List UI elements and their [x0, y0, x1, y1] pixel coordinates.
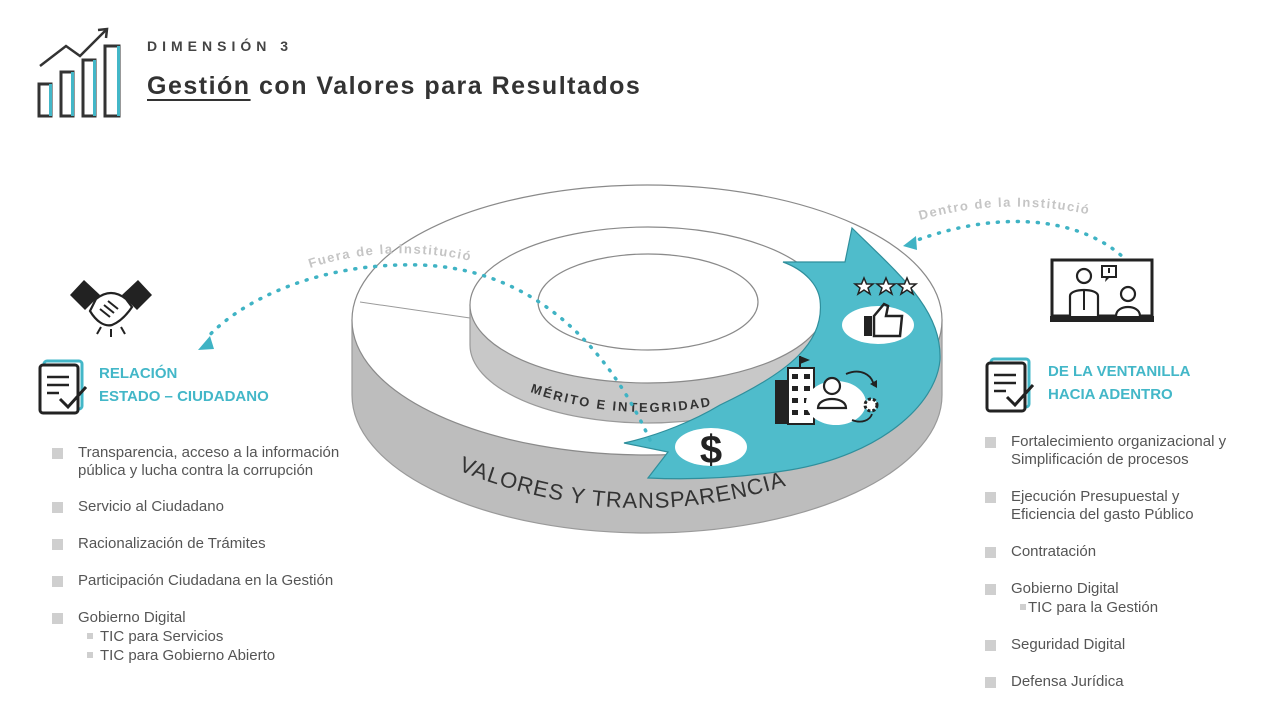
inner-ring — [359, 226, 827, 424]
sub-list-item: TIC para Servicios — [78, 627, 352, 646]
left-section-title: RELACIÓN ESTADO – CIUDADANO — [99, 362, 269, 408]
sub-list-item: TIC para la Gestión — [1011, 598, 1245, 617]
list-item: Defensa Jurídica — [985, 673, 1245, 691]
right-section-list: Fortalecimiento organizacional y Simplif… — [985, 433, 1245, 691]
right-section-title-line1: DE LA VENTANILLA — [1048, 363, 1191, 380]
page-title-rest: con Valores para Resultados — [250, 72, 642, 100]
list-item: Ejecución Presupuestal y Eficiencia del … — [985, 488, 1245, 524]
star-icon — [852, 276, 919, 296]
building-icon — [775, 356, 815, 425]
outside-dotted-arrow — [203, 263, 652, 442]
svg-text:$: $ — [700, 428, 722, 472]
list-item: Servicio al Ciudadano — [52, 498, 352, 516]
video-call-icon — [1050, 258, 1154, 322]
page-title: Gestión con Valores para Resultados — [147, 72, 641, 101]
left-section-title-line2: ESTADO – CIUDADANO — [99, 388, 269, 405]
left-section-title-line1: RELACIÓN — [99, 365, 178, 382]
list-item: Racionalización de Trámites — [52, 535, 352, 553]
dollar-icon: $ — [675, 428, 747, 472]
list-item: Fortalecimiento organizacional y Simplif… — [985, 433, 1245, 469]
checklist-icon — [985, 357, 1035, 413]
inside-arc-label: Dentro de la Institución — [0, 0, 1092, 223]
dimension-label: DIMENSIÓN 3 — [147, 38, 294, 54]
thumbs-up-icon — [842, 302, 914, 344]
handshake-icon — [70, 280, 152, 337]
left-section-list: Transparencia, acceso a la información p… — [52, 444, 352, 665]
chart-growth-icon — [37, 27, 121, 118]
list-item: Participación Ciudadana en la Gestión — [52, 572, 352, 590]
checklist-icon — [38, 359, 88, 415]
sub-list: TIC para Servicios TIC para Gobierno Abi… — [78, 627, 352, 665]
list-item: Gobierno Digital TIC para Servicios TIC … — [52, 609, 352, 665]
list-item: Transparencia, acceso a la información p… — [52, 444, 352, 480]
page-title-underlined: Gestión — [147, 72, 251, 100]
right-section-title: DE LA VENTANILLA HACIA ADENTRO — [1048, 360, 1191, 406]
list-item: Gobierno Digital TIC para la Gestión — [985, 580, 1245, 617]
list-item: Seguridad Digital — [985, 636, 1245, 654]
right-section-title-line2: HACIA ADENTRO — [1048, 386, 1173, 403]
list-item: Contratación — [985, 543, 1245, 561]
inside-dotted-arrow — [910, 219, 1130, 264]
sub-list: TIC para la Gestión — [1011, 598, 1245, 617]
sub-list-item: TIC para Gobierno Abierto — [78, 646, 352, 665]
outside-arc-label: Fuera de la Institución — [0, 0, 474, 271]
user-gear-icon — [806, 370, 879, 425]
